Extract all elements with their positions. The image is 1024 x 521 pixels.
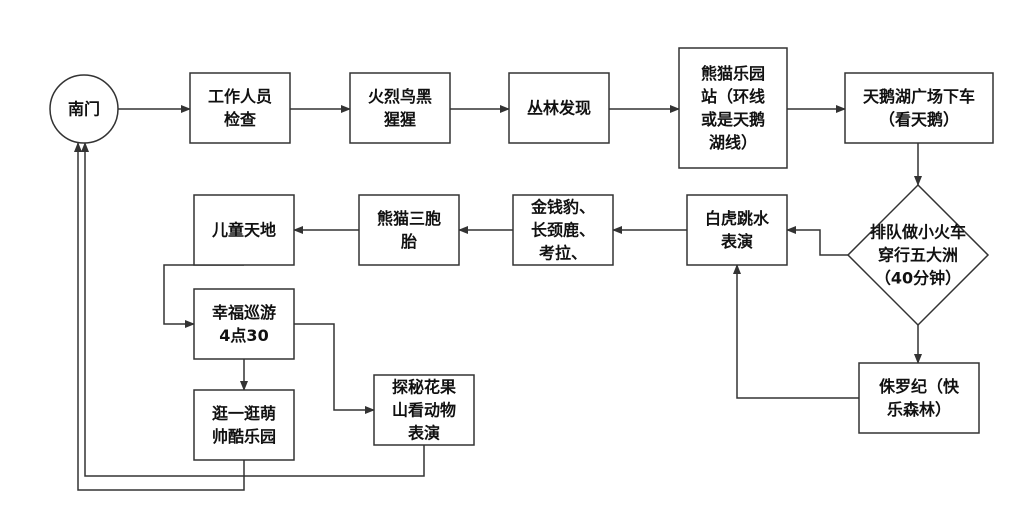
node-staff_check-label: 工作人员 [208, 87, 272, 106]
node-jungle-shape [508, 72, 610, 144]
node-huaguoshan-label: 表演 [407, 424, 440, 443]
edges [74, 105, 922, 491]
node-jurassic-label: 侏罗纪（快 [879, 377, 960, 396]
node-cute_park-label: 逛一逛萌 [212, 404, 276, 423]
node-south_gate-shape [49, 74, 119, 144]
node-jungle: 丛林发现 [508, 72, 610, 144]
arrow-huaguoshan-to-south_gate [81, 142, 425, 477]
node-tiger_show-label: 白虎跳水 [705, 209, 770, 228]
node-staff_check-label: 检查 [224, 110, 256, 129]
node-flamingo-label: 猩猩 [383, 110, 416, 129]
node-panda_station-label: 或是天鹅 [701, 110, 765, 129]
node-panda_station-label: 熊猫乐园 [701, 64, 765, 83]
node-panda_triplets-label: 熊猫三胞 [377, 209, 441, 228]
node-panda_station-label: 湖线） [709, 133, 757, 152]
node-jurassic-shape [858, 362, 980, 434]
node-swan_lake-shape [844, 72, 994, 144]
node-leopard: 金钱豹、长颈鹿、考拉、 [512, 194, 614, 266]
node-train-shape [846, 183, 990, 327]
node-swan_lake-label: 天鹅湖广场下车 [863, 87, 975, 106]
node-huaguoshan-shape [373, 374, 475, 446]
node-kids_world-label: 儿童天地 [211, 221, 276, 240]
arrow-jurassic-to-tiger_show [733, 264, 859, 399]
node-flamingo-label: 火烈鸟黑 [368, 87, 432, 106]
node-train-label: 穿行五大洲 [878, 246, 958, 265]
node-huaguoshan-label: 探秘花果 [392, 378, 456, 397]
node-train-label: 排队做小火车 [870, 223, 966, 242]
node-jurassic-label: 乐森林） [887, 400, 951, 419]
node-parade: 幸福巡游 4点30 [193, 288, 295, 360]
node-leopard-label: 金钱豹、 [530, 198, 595, 217]
node-swan_lake-label: （看天鹅） [879, 110, 959, 129]
node-staff_check-shape [189, 72, 291, 144]
node-cute_park-label: 帅酷乐园 [212, 427, 276, 446]
node-train-label: （40分钟） [875, 269, 961, 288]
node-south_gate-label: 南门 [68, 100, 100, 119]
node-parade-label: 4点30 [219, 326, 268, 345]
node-kids_world-shape [193, 194, 295, 266]
arrow-train-to-tiger_show [786, 226, 848, 256]
node-parade-label: 幸福巡游 [212, 303, 276, 322]
node-tiger_show-label: 表演 [720, 232, 753, 251]
node-cute_park-shape [193, 389, 295, 461]
node-panda_triplets-shape [358, 194, 460, 266]
node-jungle-label: 丛林发现 [527, 99, 591, 118]
node-swan_lake: 天鹅湖广场下车 （看天鹅） [844, 72, 994, 144]
node-panda_station-label: 站（环线 [701, 87, 765, 106]
node-flamingo-shape [349, 72, 451, 144]
nodes: 南门工作人员检查火烈鸟黑猩猩丛林发现熊猫乐园站（环线或是天鹅湖线）天鹅湖广场下车… [49, 47, 994, 461]
node-leopard-label: 考拉、 [539, 244, 587, 263]
node-tiger_show-shape [686, 194, 788, 266]
arrow-cute_park-to-south_gate [74, 142, 245, 491]
node-panda_station-shape [678, 47, 788, 169]
node-parade-shape [193, 288, 295, 360]
arrow-parade-to-huaguoshan [294, 323, 375, 414]
node-leopard-label: 长颈鹿、 [531, 221, 595, 240]
node-huaguoshan-label: 山看动物 [392, 401, 456, 420]
node-kids_world: 儿童天地 [193, 194, 295, 266]
node-south_gate: 南门 [49, 74, 119, 144]
node-leopard-shape [512, 194, 614, 266]
node-panda_triplets-label: 胎 [401, 232, 417, 251]
